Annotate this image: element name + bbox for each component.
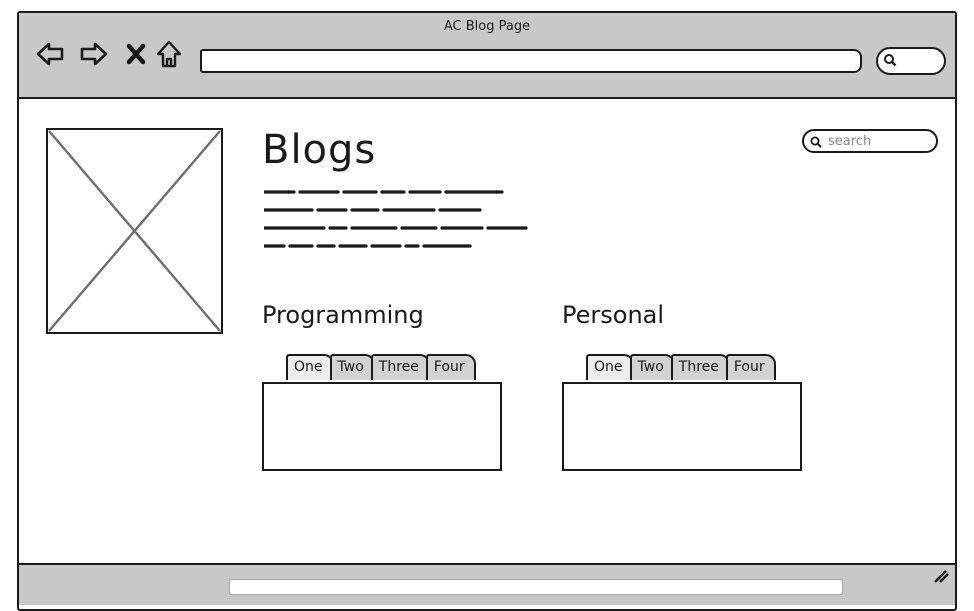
tab-four[interactable]: Four bbox=[725, 354, 776, 380]
search-placeholder: search bbox=[828, 134, 872, 149]
tab-one[interactable]: One bbox=[586, 354, 634, 380]
back-arrow-icon[interactable] bbox=[36, 39, 64, 69]
browser-window: AC Blog Page Blogs bbox=[17, 11, 957, 611]
status-field bbox=[229, 579, 843, 595]
tab-three[interactable]: Three bbox=[670, 354, 730, 380]
section-title-personal: Personal bbox=[562, 301, 665, 329]
tab-bar: One Two Three Four bbox=[586, 354, 776, 382]
tab-one[interactable]: One bbox=[286, 354, 334, 380]
section-title-programming: Programming bbox=[262, 301, 424, 329]
page-title: Blogs bbox=[262, 127, 377, 173]
tab-panel bbox=[262, 382, 502, 471]
address-bar[interactable] bbox=[200, 49, 862, 73]
search-icon bbox=[810, 136, 822, 148]
tab-two[interactable]: Two bbox=[329, 354, 375, 380]
tabset-programming: One Two Three Four bbox=[262, 354, 502, 471]
browser-toolbar: AC Blog Page bbox=[19, 13, 955, 99]
tab-panel bbox=[562, 382, 802, 471]
forward-arrow-icon[interactable] bbox=[80, 39, 108, 69]
window-title: AC Blog Page bbox=[443, 19, 531, 34]
tabset-personal: One Two Three Four bbox=[562, 354, 802, 471]
tab-four[interactable]: Four bbox=[425, 354, 476, 380]
tab-two[interactable]: Two bbox=[629, 354, 675, 380]
tab-three[interactable]: Three bbox=[370, 354, 430, 380]
page-search-input[interactable]: search bbox=[802, 129, 938, 153]
status-bar bbox=[19, 563, 955, 605]
browser-search-field[interactable] bbox=[876, 47, 946, 75]
text-block-squiggle bbox=[264, 190, 528, 248]
image-placeholder bbox=[46, 128, 223, 334]
stop-icon[interactable] bbox=[123, 39, 151, 69]
tab-bar: One Two Three Four bbox=[286, 354, 476, 382]
home-icon[interactable] bbox=[155, 39, 183, 69]
search-icon bbox=[884, 54, 897, 67]
